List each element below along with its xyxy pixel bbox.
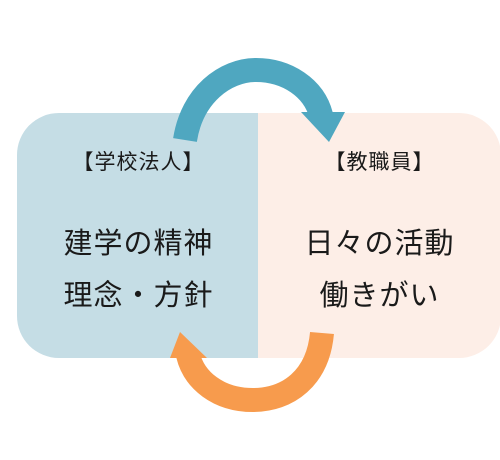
faculty-staff-header: 【教職員】 [324,150,435,174]
bottom-arrow [170,331,334,413]
top-arrow [173,57,345,143]
job-satisfaction-text: 働きがい [319,278,440,312]
faculty-staff-box: 【教職員】 日々の活動 働きがい [258,113,500,358]
school-corporation-box: 【学校法人】 建学の精神 理念・方針 [17,113,260,358]
founding-spirit-text: 建学の精神 [63,226,214,260]
school-corporation-header: 【学校法人】 [72,150,205,174]
philosophy-policy-text: 理念・方針 [63,278,214,312]
daily-activities-text: 日々の活動 [304,226,455,260]
